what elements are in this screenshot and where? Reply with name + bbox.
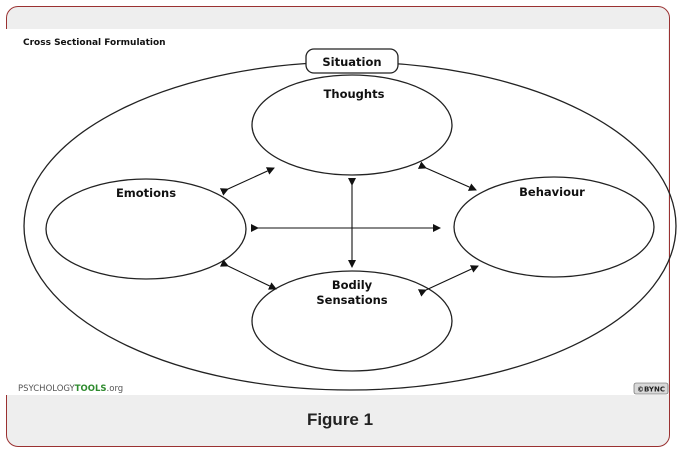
behaviour-ellipse	[453, 176, 655, 278]
arrow-emotions-thoughts	[219, 167, 275, 196]
brand-prefix: PSYCHOLOGY	[18, 384, 76, 394]
diagram-title: Cross Sectional Formulation	[23, 38, 166, 48]
emotions-ellipse	[45, 178, 247, 280]
situation-box	[305, 48, 399, 74]
emotions-label: Emotions	[116, 186, 176, 200]
brand-tools: TOOLS	[75, 384, 107, 394]
cc-license-badge: ©BYNC	[633, 382, 669, 395]
arrow-behaviour-bodily	[417, 265, 479, 297]
figure-caption: Figure 1	[306, 410, 374, 429]
cc-license-text: ©BYNC	[637, 386, 665, 394]
thoughts-ellipse	[251, 74, 453, 176]
behaviour-label: Behaviour	[519, 185, 585, 199]
arrow-emotions-bodily	[219, 259, 277, 290]
bodily-label-line2: Sensations	[316, 293, 387, 307]
situation-label: Situation	[322, 55, 381, 69]
bodily-label-line1: Bodily	[332, 278, 373, 292]
bodily-sensations-ellipse	[251, 270, 453, 372]
psychologytools-logo: PSYCHOLOGYTOOLS.org	[18, 384, 123, 394]
arrow-thoughts-behaviour	[417, 161, 477, 191]
brand-suffix: .org	[107, 384, 124, 394]
thoughts-label: Thoughts	[324, 87, 385, 101]
